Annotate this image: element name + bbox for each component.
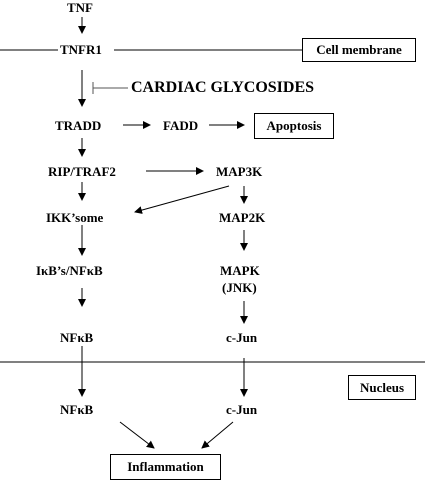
node-fadd: FADD — [163, 118, 199, 133]
arrow-nfkb-to-inflammation — [119, 421, 155, 449]
arrow-map3k-to-ikk — [134, 185, 230, 214]
node-cjun-nucleus: c-Jun — [226, 402, 258, 417]
node-nfkb-cytoplasm: NFκB — [60, 330, 94, 345]
node-tradd: TRADD — [55, 118, 102, 133]
node-nfkb-nucleus: NFκB — [60, 402, 94, 417]
node-rip-traf2: RIP/TRAF2 — [48, 164, 116, 179]
node-jnk: (JNK) — [222, 280, 257, 295]
nucleus-label-box: Nucleus — [348, 375, 416, 400]
cardiac-glycosides-label: CARDIAC GLYCOSIDES — [131, 79, 315, 96]
node-tnfr1: TNFR1 — [60, 42, 102, 57]
node-map2k: MAP2K — [219, 210, 266, 225]
node-tnf: TNF — [67, 0, 93, 15]
apoptosis-box: Apoptosis — [254, 113, 334, 139]
node-map3k: MAP3K — [216, 164, 263, 179]
node-ikk-some: IKK’some — [46, 210, 104, 225]
node-ikb-nfkb: IκB’s/NFκB — [36, 263, 103, 278]
node-cjun-cytoplasm: c-Jun — [226, 330, 258, 345]
inflammation-box: Inflammation — [110, 454, 221, 480]
cell-membrane-label-box: Cell membrane — [302, 38, 416, 62]
node-mapk: MAPK — [220, 263, 260, 278]
arrow-cjun-to-inflammation — [201, 421, 234, 449]
